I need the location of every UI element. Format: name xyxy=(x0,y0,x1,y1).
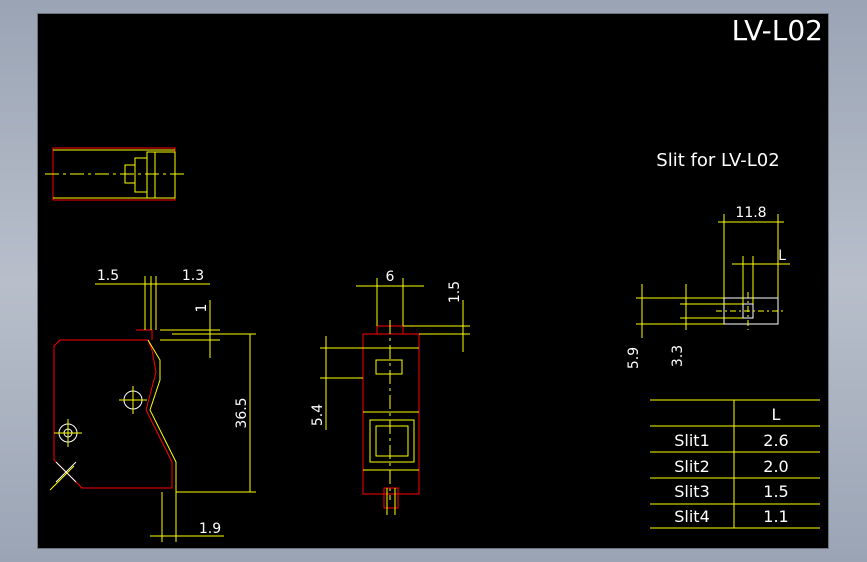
table-header-l: L xyxy=(772,405,781,424)
table-cell-slit2: Slit2 xyxy=(674,457,710,476)
dim-front-top-offset: 1.5 xyxy=(447,281,463,303)
table-cell-slit4: Slit4 xyxy=(674,507,710,526)
table-cell-slit1: Slit1 xyxy=(674,431,710,450)
table-cell-slit4-l: 1.1 xyxy=(763,507,788,526)
slit-table: L Slit1 2.6 Slit2 2.0 Slit3 1.5 Slit4 1.… xyxy=(650,399,820,529)
dim-side-top-right: 1.3 xyxy=(182,268,204,284)
dim-slit-length-label: L xyxy=(778,248,786,264)
slit-caption: Slit for LV-L02 xyxy=(656,150,779,171)
side-view: 1.5 1.3 1 36.5 1.9 xyxy=(49,268,256,542)
table-cell-slit2-l: 2.0 xyxy=(763,457,788,476)
top-view xyxy=(45,147,185,201)
dim-slit-inner: 3.3 xyxy=(670,345,686,367)
cad-viewport[interactable] xyxy=(37,13,829,549)
dim-side-height: 36.5 xyxy=(234,397,250,428)
table-cell-slit1-l: 2.6 xyxy=(763,431,788,450)
dim-side-top-left: 1.5 xyxy=(97,268,119,284)
table-cell-slit3: Slit3 xyxy=(674,482,710,501)
drawing-title: LV-L02 xyxy=(732,14,823,47)
dim-front-window: 5.4 xyxy=(310,404,326,426)
dim-slit-outer: 5.9 xyxy=(626,347,642,369)
front-view: 6 1.5 5.4 xyxy=(310,269,470,515)
dim-front-width: 6 xyxy=(386,269,395,285)
dim-side-vertical-small: 1 xyxy=(194,304,210,313)
slit-detail: Slit for LV-L02 11.8 L 5.9 3.3 xyxy=(626,150,790,369)
dim-side-bottom: 1.9 xyxy=(199,521,221,537)
dim-slit-width: 11.8 xyxy=(735,205,766,221)
table-cell-slit3-l: 1.5 xyxy=(763,482,788,501)
